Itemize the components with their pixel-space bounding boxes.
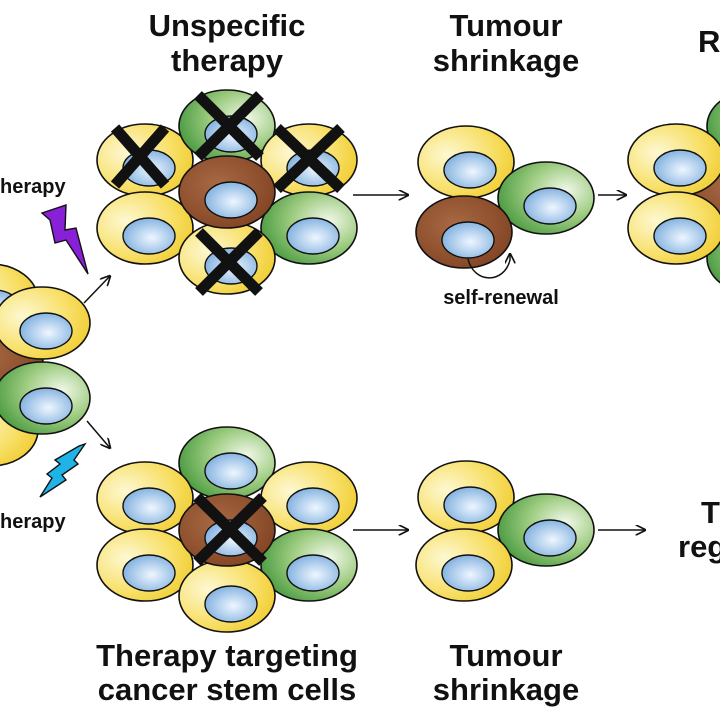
tumour-cell [417, 125, 515, 199]
relapse-title-partial: R [698, 24, 720, 59]
targeted-therapy-title-line2: cancer stem cells [98, 672, 357, 707]
tumour-cell [96, 461, 194, 535]
differentiated-cell [260, 528, 358, 602]
lightning-icon [40, 204, 89, 275]
arrow-to-targeted [86, 420, 110, 448]
lightning-icon [39, 442, 87, 498]
bottom-shrinkage-title-line1: Tumour [449, 638, 562, 673]
self-renewal-arrow [467, 254, 510, 279]
tumour-cell [96, 528, 194, 602]
top-therapy-label: herapy [0, 176, 66, 198]
bottom-shrunk-tumour [415, 460, 595, 602]
top-shrinkage-title-line2: shrinkage [433, 43, 579, 78]
self-renewal-label: self-renewal [443, 287, 559, 309]
differentiated-cell [497, 161, 595, 235]
bottom-shrinkage-title-line2: shrinkage [433, 672, 579, 707]
arrow-to-unspecific [83, 276, 110, 304]
initial-tumour [0, 263, 91, 467]
cross-mark [273, 124, 345, 193]
stem-cell [178, 155, 276, 229]
tumour-cell [96, 191, 194, 265]
bottom-tumour-cluster [96, 426, 358, 633]
top-shrinkage-title-line1: Tumour [449, 8, 562, 43]
targeted-therapy-title-line1: Therapy targeting [96, 638, 358, 673]
differentiated-cell [0, 361, 91, 435]
top-shrunk-tumour [415, 125, 595, 279]
tumour-cell [178, 559, 276, 633]
differentiated-cell [178, 426, 276, 500]
stem-cell [415, 195, 513, 269]
cross-mark [194, 91, 264, 161]
cross-mark [195, 228, 263, 296]
regression-title-line2: reg [678, 529, 720, 564]
bottom-therapy-label: herapy [0, 511, 66, 533]
differentiated-cell [260, 191, 358, 265]
top-tumour-cluster [96, 89, 358, 296]
tumour-cell [415, 528, 513, 602]
tumour-cell [417, 460, 515, 534]
tumour-cell [627, 191, 720, 265]
differentiated-cell [497, 493, 595, 567]
unspecific-therapy-title-line2: therapy [171, 43, 284, 78]
tumour-cell [0, 286, 91, 360]
regression-title-line1: T [701, 495, 720, 530]
cross-mark [110, 124, 170, 189]
unspecific-therapy-title-line1: Unspecific [149, 8, 306, 43]
relapse-tumour [627, 100, 720, 284]
cross-mark [193, 493, 267, 566]
tumour-cell [260, 461, 358, 535]
tumour-cell [627, 123, 720, 197]
